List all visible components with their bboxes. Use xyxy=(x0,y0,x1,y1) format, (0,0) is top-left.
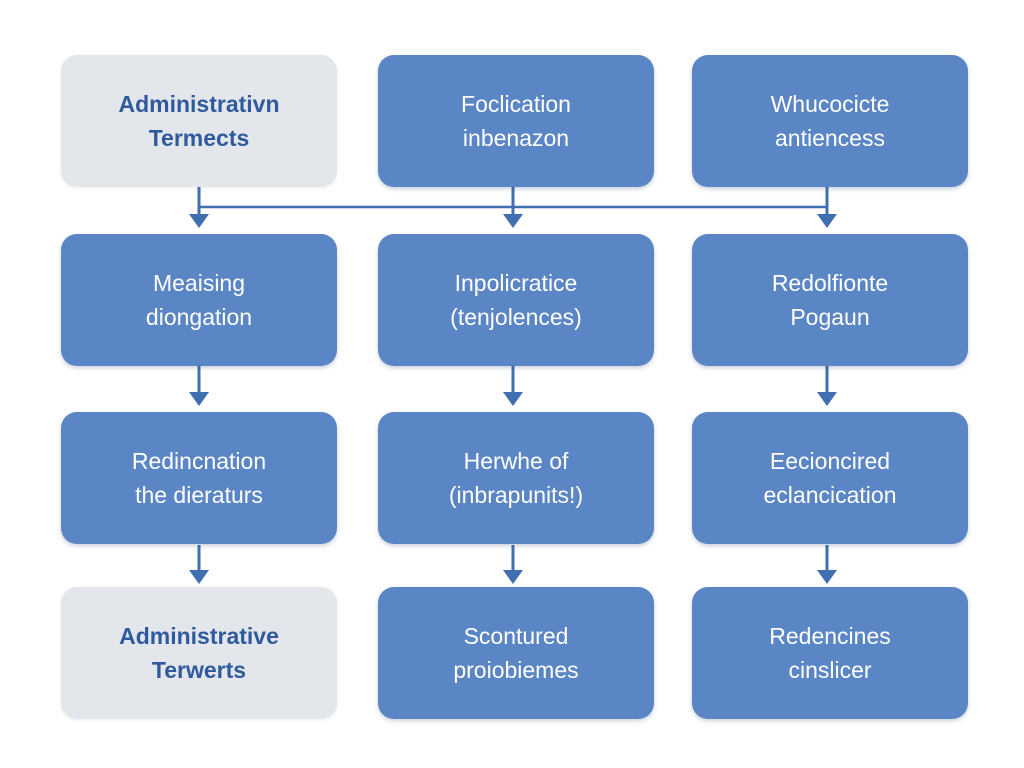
node-r4c1-line2: Terwerts xyxy=(151,657,247,683)
node-r2c2-line1: Inpolicratice xyxy=(454,270,578,296)
node-r1c3-line2: antiencess xyxy=(775,125,885,151)
node-r1c2-line2: inbenazon xyxy=(462,125,570,151)
node-r1c3-line1: Whucocicte xyxy=(770,91,890,117)
node-r2c1: Meaising diongation xyxy=(61,234,337,366)
node-r3c3: Eecioncired eclancication xyxy=(692,412,968,544)
node-r4c1: Administrative Terwerts xyxy=(61,587,337,719)
arrow-r2c2-to-r3c2 xyxy=(503,366,523,406)
node-r2c1-line2: diongation xyxy=(145,304,253,330)
node-r2c1-line1: Meaising xyxy=(152,270,246,296)
node-r1c1-line1: Administrativn xyxy=(118,91,280,117)
arrow-r3c2-to-r4c2 xyxy=(503,545,523,584)
node-r2c3-line1: Redolfionte xyxy=(771,270,889,296)
node-r4c3-line2: cinslicer xyxy=(788,657,872,683)
node-r1c1-line2: Termects xyxy=(148,125,250,151)
node-r1c2-line1: Foclication xyxy=(461,91,571,117)
arrow-r2c3-to-r3c3 xyxy=(817,366,837,406)
node-r3c1: Redincnation the dieraturs xyxy=(61,412,337,544)
arrow-r1c3-to-r2c3 xyxy=(817,187,837,228)
node-r3c3-line1: Eecioncired xyxy=(769,448,891,474)
arrow-r3c1-to-r4c1 xyxy=(189,545,209,584)
node-r1c3: Whucocicte antiencess xyxy=(692,55,968,187)
node-r3c2-line2: (inbrapunits!) xyxy=(448,482,584,508)
node-r4c2-line2: proiobiemes xyxy=(453,657,579,683)
arrow-r1c2-to-r2c2 xyxy=(503,187,523,228)
node-r2c3-line2: Pogaun xyxy=(790,304,870,330)
arrow-r1c1-to-r2c1 xyxy=(189,187,209,228)
node-r2c2-line2: (tenjolences) xyxy=(450,304,582,330)
node-r3c1-line2: the dieraturs xyxy=(135,482,263,508)
node-r3c1-line1: Redincnation xyxy=(131,448,267,474)
arrow-r3c3-to-r4c3 xyxy=(817,545,837,584)
node-r2c2: Inpolicratice (tenjolences) xyxy=(378,234,654,366)
node-r4c3: Redencines cinslicer xyxy=(692,587,968,719)
node-r3c2-line1: Herwhe of xyxy=(463,448,569,474)
arrow-r2c1-to-r3c1 xyxy=(189,366,209,406)
node-r4c3-line1: Redencines xyxy=(769,623,891,649)
node-r4c1-line1: Administrative xyxy=(119,623,279,649)
node-r1c1: Administrativn Termects xyxy=(61,55,337,187)
node-r4c2-line1: Scontured xyxy=(463,623,569,649)
node-r1c2: Foclication inbenazon xyxy=(378,55,654,187)
node-r3c3-line2: eclancication xyxy=(763,482,897,508)
node-r4c2: Scontured proiobiemes xyxy=(378,587,654,719)
node-r3c2: Herwhe of (inbrapunits!) xyxy=(378,412,654,544)
node-r2c3: Redolfionte Pogaun xyxy=(692,234,968,366)
